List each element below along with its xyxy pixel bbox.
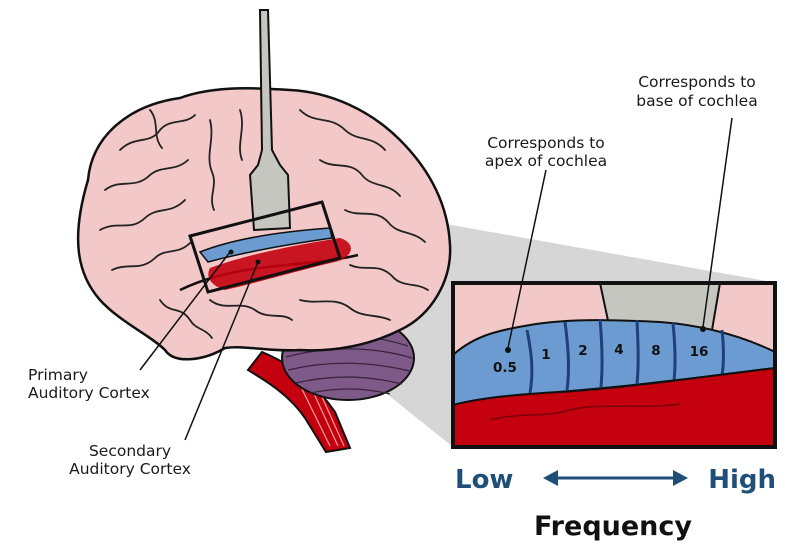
band-label-4: 8 — [651, 343, 660, 359]
primary-marker-dot — [229, 250, 234, 255]
primary-label-line1: Primary — [28, 366, 88, 384]
band-label-1: 1 — [541, 347, 550, 363]
base-marker-dot — [700, 326, 706, 332]
frequency-title: Frequency — [534, 511, 692, 542]
band-label-2: 2 — [578, 343, 587, 359]
apex-marker-dot — [505, 347, 511, 353]
frequency-low-label: Low — [455, 465, 513, 495]
secondary-marker-dot — [256, 260, 261, 265]
secondary-label-line2: Auditory Cortex — [69, 460, 191, 478]
base-label-line2: base of cochlea — [636, 92, 757, 110]
band-label-5: 16 — [690, 344, 709, 360]
frequency-high-label: High — [708, 465, 776, 495]
base-label-line1: Corresponds to — [638, 73, 756, 91]
secondary-label-line1: Secondary — [89, 442, 171, 460]
primary-label-line2: Auditory Cortex — [28, 384, 150, 402]
apex-label-line1: Corresponds to — [487, 134, 605, 152]
band-label-0: 0.5 — [493, 360, 517, 376]
band-label-3: 4 — [614, 342, 623, 358]
double-arrow — [543, 470, 688, 486]
apex-label-line2: apex of cochlea — [485, 152, 607, 170]
